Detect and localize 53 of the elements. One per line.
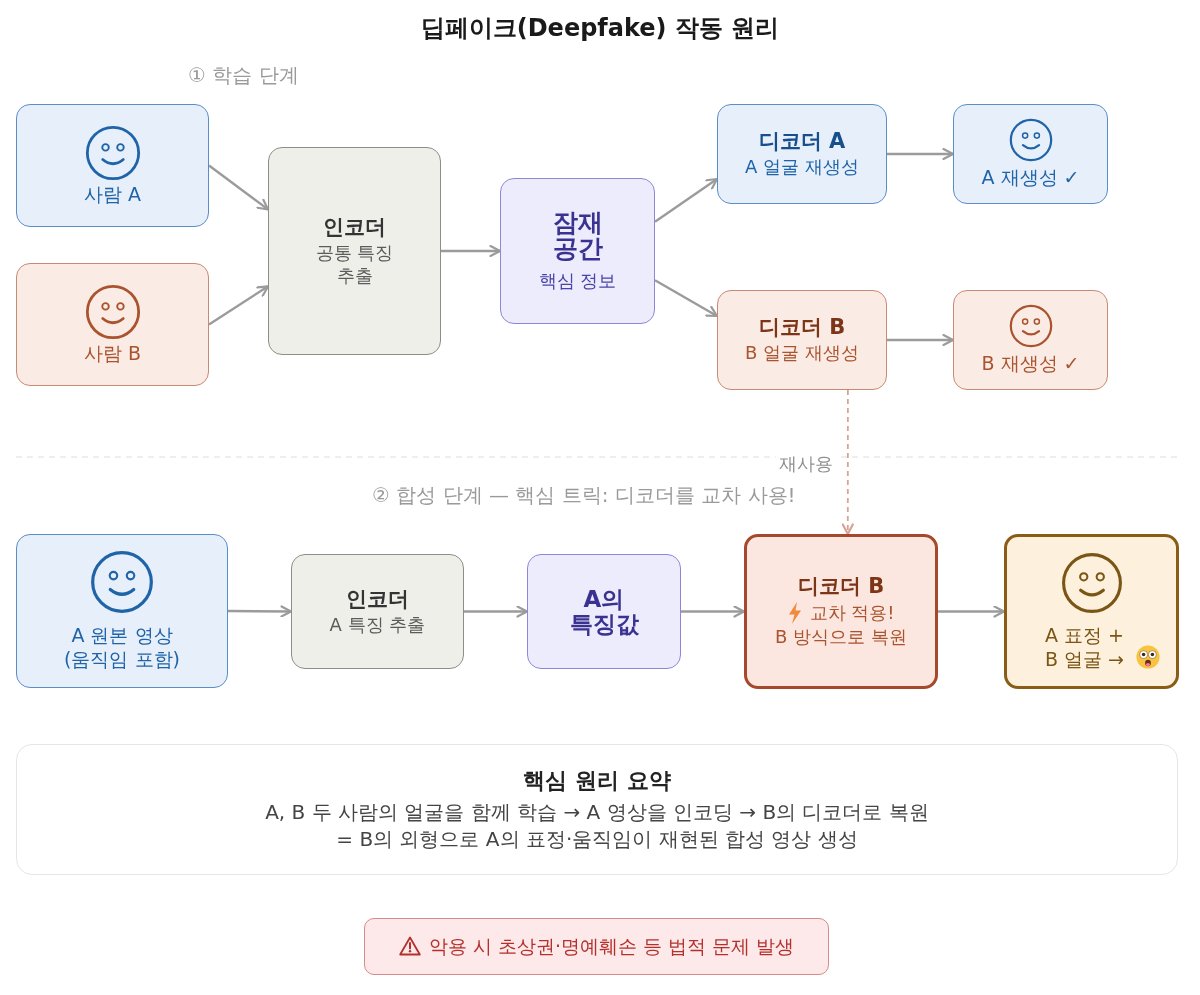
arrow [654, 177, 719, 223]
panel-text: A, B 두 사람의 얼굴을 함께 학습 → A 영상을 인코딩 → B의 디코더로 복원 = B의 외형으로 A의 표정·움직임이 재현된 합성 영상 생성 [264, 798, 930, 853]
decoder-box [717, 104, 887, 204]
arrow [464, 605, 529, 618]
input-box [16, 534, 228, 688]
diagram-title: 딥페이크(Deepfake) 작동 원리 [420, 13, 780, 44]
encoder-box [268, 147, 441, 355]
box-text: B 얼굴 재생성 [745, 342, 859, 365]
box-text: 공통 특징 추출 [314, 242, 395, 288]
result-box [1004, 534, 1179, 689]
box-text: B 방식으로 복원 [775, 626, 907, 649]
box-label: B 재생성 ✓ [981, 352, 1080, 376]
arrow [654, 279, 719, 318]
box-title: 인코더 [323, 214, 386, 241]
box-text: 핵심 정보 [538, 270, 617, 293]
box-title: A의 특징값 [568, 587, 640, 636]
arrow [887, 147, 955, 161]
dashed-arrow [841, 389, 854, 536]
box-label: A 원본 영상 (움직임 포함) [63, 624, 181, 672]
box-title: 잠재 공간 [551, 209, 604, 262]
arrow [228, 605, 293, 618]
box-title: 디코더 B [758, 315, 846, 341]
arrow [441, 244, 502, 258]
output-box [953, 290, 1108, 390]
decoder-box [744, 534, 938, 689]
summary-panel [16, 744, 1178, 875]
warning-banner [364, 918, 829, 975]
box-title: 디코더 A [758, 129, 846, 155]
box-title: 디코더 B [797, 574, 885, 600]
box-text: 교차 적용! [809, 601, 895, 625]
arrow [938, 605, 1006, 618]
encoder-box [291, 554, 464, 669]
latent-box [527, 554, 681, 669]
box-label: A 재생성 ✓ [981, 166, 1080, 190]
panel-heading: 핵심 원리 요약 [523, 767, 671, 796]
arrow [887, 333, 955, 347]
arrow [681, 605, 746, 618]
input-box [16, 104, 209, 227]
arrow [208, 164, 270, 211]
output-box [953, 104, 1108, 204]
box-label: A 표정 + B 얼굴 → [1043, 623, 1125, 672]
box-label: 사람 B [83, 341, 142, 366]
box-text: A 얼굴 재생성 [745, 156, 859, 179]
decoder-box [717, 290, 887, 390]
latent-box [500, 178, 655, 324]
input-box [16, 263, 209, 386]
warning-text: 악용 시 초상권·명예훼손 등 법적 문제 발생 [428, 935, 795, 958]
section-label: ① 학습 단계 [188, 62, 299, 89]
box-title: 인코더 [346, 586, 409, 612]
box-text: A 특징 추출 [329, 613, 426, 637]
section-label: ② 합성 단계 — 핵심 트릭: 디코더를 교차 사용! [372, 482, 796, 509]
arrow [208, 285, 270, 326]
box-label: 사람 A [83, 182, 141, 207]
